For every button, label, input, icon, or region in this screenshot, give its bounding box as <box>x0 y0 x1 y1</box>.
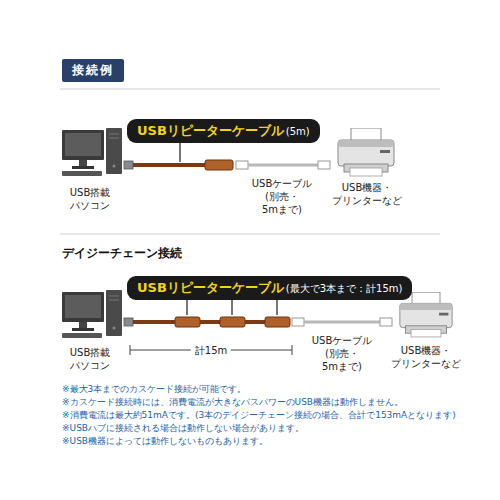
note-text: ※カスケード接続時には、消費電流が大きなバスパワーのUSB機器は動作しません。 <box>62 396 492 409</box>
box-note: (5m) <box>286 126 310 137</box>
computer-icon <box>62 128 122 338</box>
callout-box: USBリピーターケーブル(最大で3本まで：計15m) <box>127 276 412 300</box>
cable-label: USBケーブル (別売・5mまで) <box>252 177 313 216</box>
usb-cable <box>236 161 248 169</box>
repeater-cable <box>220 317 245 327</box>
repeater-cable <box>175 317 200 327</box>
leader-line <box>179 142 180 162</box>
computer-icon <box>62 290 122 338</box>
leader-line <box>276 299 277 315</box>
note-text: ※USBハブに接続される場合は動作しない場合があります。 <box>62 422 492 435</box>
length-bracket <box>130 345 131 355</box>
repeater-cable <box>205 160 233 170</box>
box-title: 接続例 <box>72 63 114 77</box>
repeater-cable <box>133 163 205 167</box>
usb-cable <box>248 164 318 167</box>
note-text: ※USB機器によっては動作しないものもあります。 <box>62 435 492 448</box>
printer-icon <box>400 292 452 337</box>
printer-icon <box>338 128 394 176</box>
section-rules <box>60 89 440 234</box>
repeater-cable <box>245 320 265 324</box>
device-label: USB機器・ プリンターなど <box>332 181 402 207</box>
usb-cable <box>318 161 330 169</box>
notes-list: ※最大3本までのカスケード接続が可能です。※カスケード接続時には、消費電流が大き… <box>62 383 492 448</box>
repeater-cable <box>124 318 133 326</box>
repeater-cable <box>133 320 175 324</box>
leader-line <box>186 299 187 315</box>
cable-label: USBケーブル (別売・5mまで) <box>312 334 373 373</box>
section-rules <box>60 89 440 90</box>
device-label: USB搭載 パソコン <box>70 346 111 372</box>
note-text: ※最大3本までのカスケード接続が可能です。 <box>62 383 492 396</box>
length-label: 計15m <box>191 344 231 357</box>
repeater-cable <box>265 317 290 327</box>
section-rules <box>60 234 440 235</box>
callout-box: USBリピーターケーブル(5m) <box>127 119 320 143</box>
usb-cable <box>292 318 304 326</box>
usb-cable <box>304 321 380 324</box>
repeater-cable <box>200 320 220 324</box>
note-text: ※消費電流は最大約51mAです。(3本のデイジーチェーン接続の場合、合計で153… <box>62 409 492 422</box>
length-bracket <box>292 345 293 355</box>
usb-cable <box>380 318 392 326</box>
repeater-cable <box>124 161 133 169</box>
box-title: USBリピーターケーブル <box>137 122 284 140</box>
section-heading: デイジーチェーン接続 <box>62 246 182 262</box>
device-label: USB搭載 パソコン <box>70 186 111 212</box>
computer-icon <box>62 128 122 176</box>
box-title: USBリピーターケーブル <box>137 279 284 297</box>
leader-line <box>231 299 232 315</box>
device-label: USB機器・ プリンターなど <box>391 344 461 370</box>
section-tag: 接続例 <box>62 59 124 82</box>
printer-icon <box>338 128 452 337</box>
box-note: (最大で3本まで：計15m) <box>286 282 403 296</box>
